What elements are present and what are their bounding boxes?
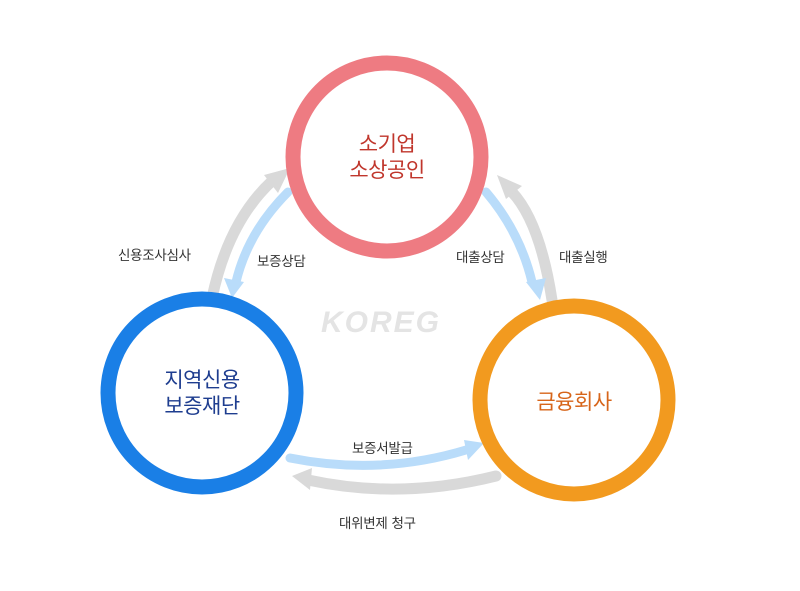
watermark-logo: KOREG bbox=[321, 306, 441, 339]
outer-arrow-left-head bbox=[264, 168, 290, 193]
node-financial-company: 금융회사 bbox=[494, 389, 654, 415]
edge-label-loan-execution: 대출실행 bbox=[559, 250, 608, 266]
inner-arrow-right bbox=[481, 187, 537, 287]
ring-small-business bbox=[285, 55, 489, 259]
edge-label-loan-consult: 대출상담 bbox=[456, 250, 505, 266]
node-credit-foundation: 지역신용 보증재단 bbox=[122, 367, 282, 419]
node-credit-foundation-line1: 지역신용 bbox=[164, 368, 240, 392]
inner-arrow-left-head bbox=[224, 278, 244, 298]
outer-arrow-right-head bbox=[497, 175, 522, 199]
inner-arrow-bottom-head bbox=[464, 440, 484, 460]
inner-arrow-left bbox=[231, 187, 293, 287]
node-small-business: 소기업 소상공인 bbox=[307, 131, 467, 183]
node-financial-company-line1: 금융회사 bbox=[536, 390, 612, 414]
outer-arrow-bottom-head bbox=[292, 468, 312, 490]
ring-financial-company bbox=[472, 298, 676, 502]
edge-label-credit-review: 신용조사심사 bbox=[118, 248, 191, 264]
outer-arrow-left bbox=[206, 175, 278, 304]
ring-credit-foundation bbox=[100, 291, 304, 495]
outer-arrow-bottom bbox=[302, 470, 502, 495]
edge-label-guarantee-issue: 보증서발급 bbox=[352, 441, 413, 457]
node-small-business-line1: 소기업 bbox=[358, 132, 416, 156]
inner-arrow-bottom bbox=[285, 445, 471, 470]
node-credit-foundation-line2: 보증재단 bbox=[164, 394, 240, 418]
outer-arrow-right bbox=[506, 186, 558, 306]
edge-label-guarantee-consult: 보증상담 bbox=[257, 254, 306, 270]
edge-label-subrogation-claim: 대위변제 청구 bbox=[339, 516, 416, 532]
node-small-business-line2: 소상공인 bbox=[349, 158, 425, 182]
inner-arrow-right-head bbox=[526, 278, 546, 300]
